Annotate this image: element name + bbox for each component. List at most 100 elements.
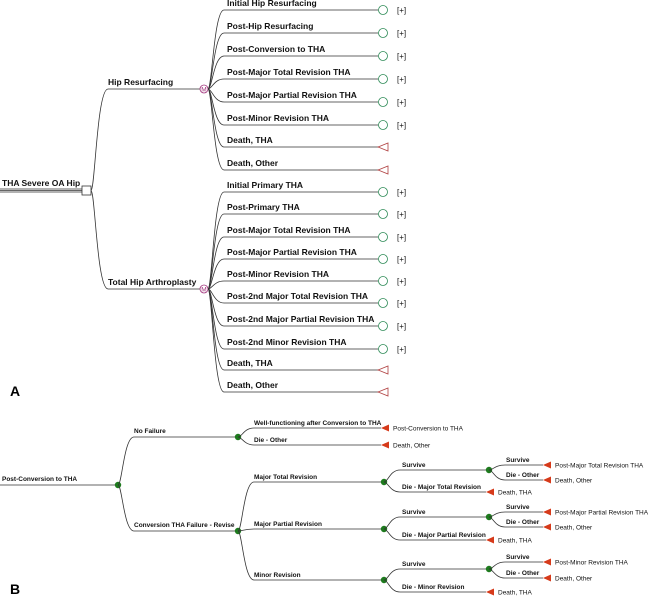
panel-b-revision-label: Minor Revision <box>254 572 301 579</box>
panel-a-state-label: Post-Minor Revision THA <box>227 269 329 279</box>
panel-a-state-label: Post-Primary THA <box>227 202 300 212</box>
panel-a-state-node <box>378 120 388 130</box>
panel-b-branch-line <box>117 436 236 486</box>
panel-a-expand-marker: [+] <box>397 29 406 38</box>
panel-b-terminal-node <box>381 441 389 449</box>
panel-a-state-line <box>207 78 378 90</box>
panel-a-state-line <box>207 88 378 103</box>
panel-a-state-node <box>378 74 388 84</box>
panel-a-expand-marker: [+] <box>397 98 406 107</box>
panel-b-leaf-line <box>488 568 543 579</box>
panel-a-expand-marker: [+] <box>397 255 406 264</box>
panel-a-expand-marker: [+] <box>397 52 406 61</box>
panel-a-state-node <box>378 209 388 219</box>
panel-a-branch-label: Total Hip Arthroplasty <box>108 277 197 287</box>
panel-b-branch-label: Conversion THA Failure - Revise <box>134 522 235 529</box>
panel-b-terminal-node <box>543 476 551 484</box>
panel-a-state-line <box>207 288 378 327</box>
panel-b-leaf-label: Die - Other <box>506 519 540 526</box>
panel-a-state-label: Initial Hip Resurfacing <box>227 0 317 8</box>
panel-a-expand-marker: [+] <box>397 277 406 286</box>
panel-a-state-label: Post-Conversion to THA <box>227 44 325 54</box>
panel-a-markov-node-glyph: M <box>201 287 206 294</box>
panel-b-survive-line <box>383 469 487 483</box>
panel-b-terminal-label: Death, Other <box>555 525 593 532</box>
panel-a-state-node <box>378 276 388 286</box>
panel-a-state-line <box>207 258 378 290</box>
panel-a-state-label: Post-Major Partial Revision THA <box>227 90 357 100</box>
panel-b-terminal-node <box>486 488 494 496</box>
panel-b-leaf-line <box>488 516 543 528</box>
panel-b-leaf-label: Survive <box>506 457 530 464</box>
panel-b-leaf-line <box>237 427 381 438</box>
panel-a-state-label: Post-Major Total Revision THA <box>227 67 351 77</box>
panel-a-terminal-node <box>376 387 389 397</box>
panel-b-terminal-label: Death, Other <box>555 478 593 485</box>
panel-b-leaf-label: Die - Other <box>254 437 288 444</box>
panel-a-state-label: Post-Major Total Revision THA <box>227 225 351 235</box>
panel-a-state-label: Death, Other <box>227 158 279 168</box>
panel-a-state-node <box>378 97 388 107</box>
panel-b-terminal-node <box>381 424 389 432</box>
panel-b-terminal-label: Death, THA <box>498 538 533 545</box>
panel-b-terminal-label: Death, Other <box>393 443 431 450</box>
panel-b-survive-label: Survive <box>402 462 426 469</box>
panel-a-state-node <box>378 187 388 197</box>
panel-a-branch-line <box>90 190 200 290</box>
panel-b-leaf-line <box>237 436 381 446</box>
panel-a-state-line <box>207 88 378 171</box>
panel-b-terminal-label: Post-Major Partial Revision THA <box>555 510 649 517</box>
panel-a-root-label: THA Severe OA Hip <box>2 178 80 188</box>
panel-b-terminal-node <box>543 461 551 469</box>
panel-b-revision-line <box>237 528 381 532</box>
panel-b-revision-label: Major Partial Revision <box>254 521 322 528</box>
panel-b-terminal-label: Death, Other <box>555 576 593 583</box>
panel-b-terminal-node <box>543 508 551 516</box>
panel-b-terminal-node <box>486 588 494 596</box>
panel-a-state-node <box>378 28 388 38</box>
panel-b-leaf-label: Survive <box>506 554 530 561</box>
panel-a-state-line <box>207 32 378 90</box>
panel-b-root-label: Post-Conversion to THA <box>2 476 77 483</box>
panel-b-leaf-label: Die - Other <box>506 570 540 577</box>
panel-a-state-label: Death, THA <box>227 135 273 145</box>
panel-a-state-line <box>207 288 378 350</box>
panel-a-state-line <box>207 88 378 148</box>
panel-a-branch-label: Hip Resurfacing <box>108 77 173 87</box>
panel-a-letter: A <box>10 383 20 399</box>
panel-a-state-node <box>378 344 388 354</box>
panel-b-terminal-node <box>543 558 551 566</box>
panel-b-survive-line <box>383 568 487 581</box>
panel-a-expand-marker: [+] <box>397 345 406 354</box>
panel-a-terminal-node <box>376 142 389 152</box>
panel-a-state-node <box>378 321 388 331</box>
panel-a-state-line <box>207 55 378 90</box>
panel-a-state-label: Post-2nd Minor Revision THA <box>227 337 346 347</box>
panel-b-leaf-line <box>488 469 543 481</box>
panel-a-state-node <box>378 254 388 264</box>
panel-a-expand-marker: [+] <box>397 6 406 15</box>
panel-b-die-label: Die - Major Partial Revision <box>402 532 486 539</box>
panel-b-terminal-label: Death, THA <box>498 490 533 497</box>
panel-a-state-node <box>378 232 388 242</box>
panel-b-leaf-line <box>488 511 543 518</box>
panel-a-expand-marker: [+] <box>397 233 406 242</box>
panel-a-expand-marker: [+] <box>397 299 406 308</box>
panel-b-survive-label: Survive <box>402 561 426 568</box>
panel-a-state-label: Post-2nd Major Total Revision THA <box>227 291 368 301</box>
panel-b-leaf-label: Die - Other <box>506 472 540 479</box>
panel-b-revision-label: Major Total Revision <box>254 474 317 481</box>
panel-b-branch-label: No Failure <box>134 428 166 435</box>
panel-b-branch-line <box>117 484 236 532</box>
panel-a-branch-line <box>90 88 200 191</box>
panel-b-revision-line <box>237 530 381 581</box>
panel-a-terminal-node <box>376 365 389 375</box>
panel-a-state-label: Post-2nd Major Partial Revision THA <box>227 314 374 324</box>
panel-b-leaf-line <box>488 464 543 471</box>
panel-a-expand-marker: [+] <box>397 188 406 197</box>
panel-a-state-label: Post-Major Partial Revision THA <box>227 247 357 257</box>
panel-b-terminal-node <box>543 523 551 531</box>
panel-b-survive-line <box>383 516 487 530</box>
panel-a-state-node <box>378 298 388 308</box>
